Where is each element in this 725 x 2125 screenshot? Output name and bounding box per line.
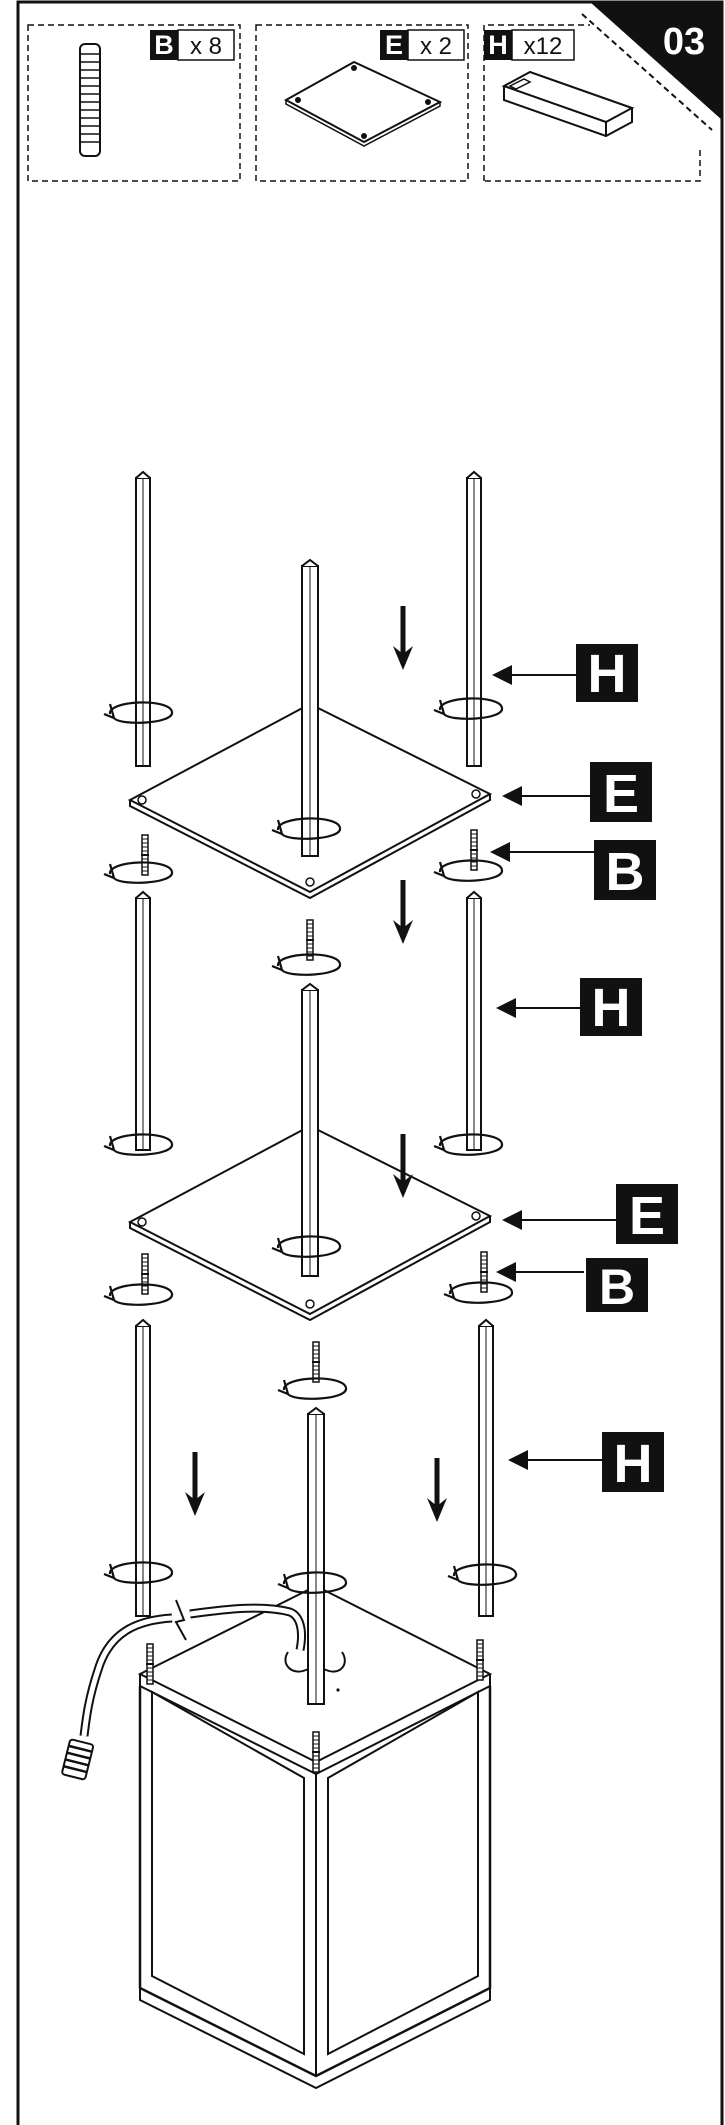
callout-h-top: H xyxy=(492,644,638,704)
down-arrow xyxy=(427,1458,447,1522)
parts-header: B x 8 E x 2 xyxy=(27,24,701,182)
post xyxy=(466,470,482,767)
callout-e-top: E xyxy=(502,762,652,824)
post xyxy=(466,890,482,1151)
bottom-tier: H xyxy=(61,1318,664,2090)
callout-e-top-letter: E xyxy=(603,764,639,824)
post xyxy=(135,1318,151,1617)
part-h-letter: H xyxy=(488,30,508,60)
step-number: 03 xyxy=(663,21,705,63)
part-h: H x12 xyxy=(484,29,635,138)
callout-h-top-letter: H xyxy=(588,644,627,704)
part-b-letter: B xyxy=(154,30,174,60)
post xyxy=(478,1318,494,1617)
part-b-quantity: x 8 xyxy=(190,33,222,60)
page-border xyxy=(16,0,724,2125)
part-e: E x 2 xyxy=(283,29,465,147)
panel-icon xyxy=(283,60,443,147)
step-corner: 03 xyxy=(581,2,722,131)
part-e-letter: E xyxy=(385,30,403,60)
callout-h-bottom: H xyxy=(508,1432,664,1494)
callout-b-top: B xyxy=(490,840,656,902)
down-arrow xyxy=(393,606,413,670)
part-e-quantity: x 2 xyxy=(420,33,452,60)
down-arrow xyxy=(185,1452,205,1516)
power-cable-icon xyxy=(61,1599,307,1781)
callout-h-middle: H xyxy=(496,978,642,1038)
callout-e-middle: E xyxy=(502,1184,678,1246)
down-arrow xyxy=(393,880,413,944)
part-h-quantity: x12 xyxy=(524,33,563,60)
post xyxy=(307,1406,325,1705)
callout-h-middle-letter: H xyxy=(592,978,631,1038)
callout-b-middle: B xyxy=(496,1258,648,1315)
callout-b-top-letter: B xyxy=(606,842,645,902)
top-tier: H E B xyxy=(102,470,656,902)
middle-tier: H E B xyxy=(102,880,678,1322)
callout-e-middle-letter: E xyxy=(629,1186,665,1246)
tube-icon xyxy=(501,70,635,138)
callout-h-bottom-letter: H xyxy=(614,1434,653,1494)
part-b: B x 8 xyxy=(79,29,235,157)
post xyxy=(301,558,319,857)
bolt-icon xyxy=(79,43,101,157)
post xyxy=(135,470,151,767)
callout-b-middle-letter: B xyxy=(599,1259,635,1315)
post xyxy=(135,890,151,1151)
post xyxy=(301,982,319,1277)
